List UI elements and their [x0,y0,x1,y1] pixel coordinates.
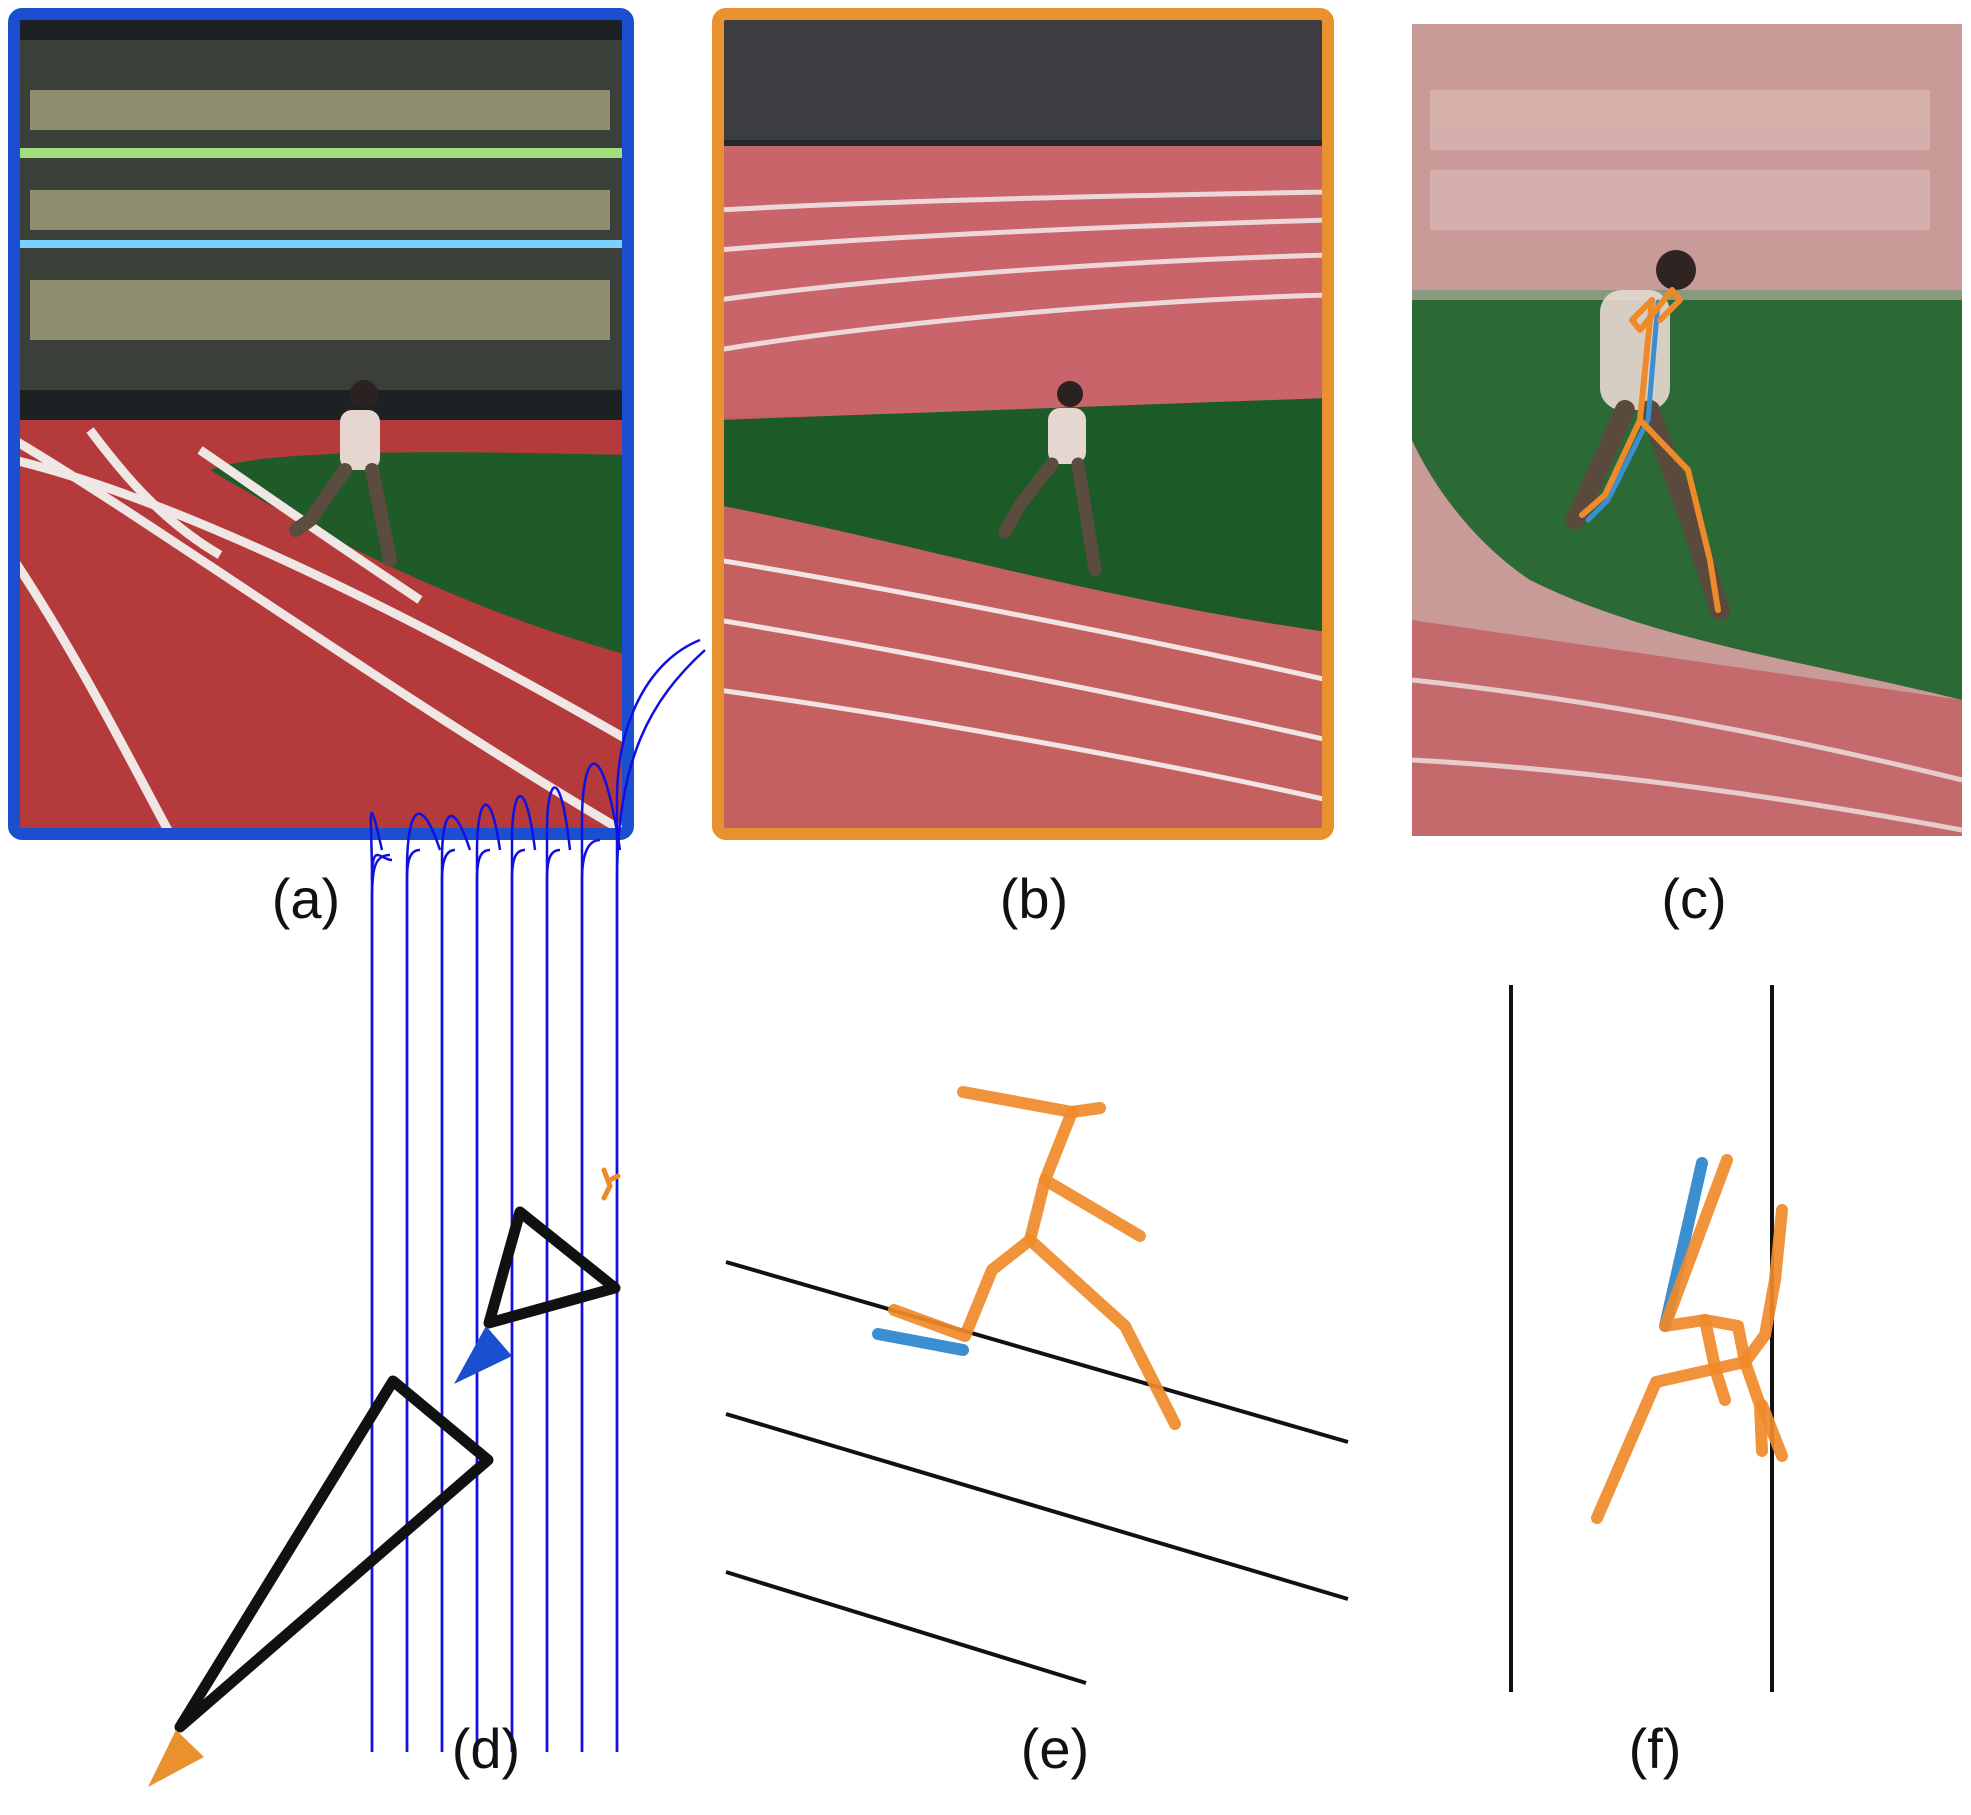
panel-a-image [14,14,628,834]
panel-c [1412,24,1962,836]
panel-f [1509,985,1788,1692]
panel-e [725,1086,1349,1685]
panel-label-a: (a) [272,867,340,930]
camera-b-frustum-icon [174,1375,494,1733]
panel-b [712,8,1334,840]
skeleton-3d-side-view [872,1086,1181,1430]
lane-lines-top-view [369,638,701,1752]
panel-label-b: (b) [1000,867,1068,930]
panel-a [8,8,634,840]
skeleton-2d-overlay [1579,287,1721,613]
lane-lines-front-view [1509,985,1774,1692]
panel-c-image [1412,24,1962,836]
camera-a-marker-icon [454,1326,512,1384]
panel-b-image [718,14,1328,834]
panel-b-border [712,8,1334,840]
panel-label-f: (f) [1629,1717,1682,1780]
camera-b-marker-icon [148,1730,204,1787]
panel-label-e: (e) [1021,1717,1089,1780]
led-ribbon-green [14,148,628,158]
panel-label-d: (d) [452,1717,520,1780]
runner-b [998,381,1102,577]
panel-d [148,638,706,1787]
led-ribbon-blue [14,240,628,248]
panel-label-c: (c) [1661,867,1726,930]
camera-a-frustum-icon [483,1206,621,1329]
track-lines-side-view [725,1260,1349,1685]
runner-a [289,380,397,567]
skeleton-3d-front-view [1591,1154,1788,1524]
runner-top-view-marker [601,1167,621,1201]
panel-a-border [8,8,634,840]
